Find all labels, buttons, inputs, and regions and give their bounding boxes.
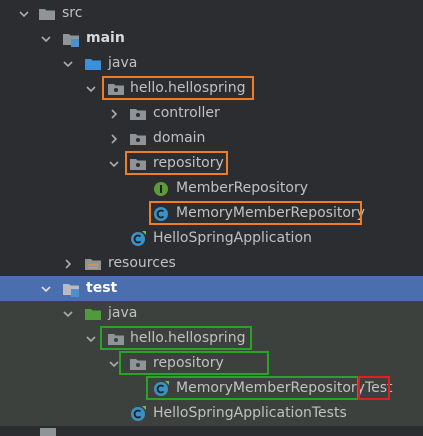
tree-row-controller[interactable]: controller [0,101,423,126]
tree-label-resources: resources [108,255,176,271]
test-name-prefix: MemoryMemberRepository [176,380,365,396]
chevron-down-icon[interactable] [39,32,53,46]
chevron-down-icon[interactable] [39,282,53,296]
package-icon [129,355,147,373]
chevron-down-icon[interactable] [107,157,121,171]
tree-row-memory-member-repository-test[interactable]: MemoryMemberRepositoryTest [0,376,423,401]
source-root-folder-icon [62,30,80,48]
class-icon [152,205,170,223]
tree-label-hello-spring-application-tests: HelloSpringApplicationTests [153,405,347,421]
tree-label-member-repository: MemberRepository [176,180,309,196]
tree-label-test: test [86,280,118,296]
tree-label-domain: domain [153,130,206,146]
chevron-down-icon[interactable] [17,7,31,21]
test-name-suffix: Test [364,380,393,396]
highlight-box-repository-test [119,351,269,375]
tree-row-memory-member-repository[interactable]: MemoryMemberRepository [0,201,423,226]
spring-class-icon [129,230,147,248]
package-icon [129,130,147,148]
test-content-band [0,301,423,426]
highlight-box-repository-main [125,151,228,175]
tree-label-main: main [86,30,125,46]
highlight-box-package-test [100,326,252,350]
chevron-right-icon[interactable] [107,132,121,146]
tree-row-package-test[interactable]: hello.hellospring [0,326,423,351]
tree-row-repository-test[interactable]: repository [0,351,423,376]
tree-row-hello-spring-application[interactable]: HelloSpringApplication [0,226,423,251]
package-icon [107,330,125,348]
tree-row-package-main[interactable]: hello.hellospring [0,76,423,101]
tree-row-main[interactable]: main [0,26,423,51]
test-root-folder-icon [62,280,80,298]
package-icon [129,105,147,123]
tree-row-cut-off [0,426,423,436]
tree-label-java-test: java [108,305,138,321]
tree-label-memory-member-repository: MemoryMemberRepository [176,205,365,221]
tree-row-domain[interactable]: domain [0,126,423,151]
tree-label-package-test: hello.hellospring [130,330,246,346]
tree-row-repository-main[interactable]: repository [0,151,423,176]
test-source-folder-icon [84,305,102,323]
tree-label-java-main: java [108,55,138,71]
folder-icon [38,5,56,23]
tree-row-src[interactable]: src [0,1,423,26]
chevron-down-icon[interactable] [107,357,121,371]
tree-row-java-main[interactable]: java [0,51,423,76]
tree-row-java-test[interactable]: java [0,301,423,326]
chevron-down-icon[interactable] [61,57,75,71]
chevron-right-icon[interactable] [61,257,75,271]
chevron-down-icon[interactable] [84,82,98,96]
tree-row-hello-spring-application-tests[interactable]: HelloSpringApplicationTests [0,401,423,426]
test-class-icon [129,405,147,423]
tree-row-resources[interactable]: resources [0,251,423,276]
chevron-right-icon[interactable] [107,107,121,121]
highlight-box-memory-member-repository [149,201,362,225]
package-icon [107,80,125,98]
tree-label-package-main: hello.hellospring [130,80,246,96]
folder-icon [40,428,56,436]
highlight-box-memory-test-name [146,376,359,400]
tree-label-repository-main: repository [153,155,224,171]
chevron-down-icon[interactable] [84,332,98,346]
source-folder-icon [84,55,102,73]
tree-label-repository-test: repository [153,355,224,371]
tree-row-member-repository[interactable]: MemberRepository [0,176,423,201]
test-class-icon [152,380,170,398]
tree-label-memory-member-repository-test: MemoryMemberRepositoryTest [176,376,393,401]
package-icon [129,155,147,173]
interface-icon [152,180,170,198]
highlight-box-package-main [102,76,254,100]
resources-folder-icon [84,255,102,273]
highlight-box-test-suffix [358,376,390,400]
tree-label-hello-spring-application: HelloSpringApplication [153,230,312,246]
tree-row-test[interactable]: test [0,276,423,301]
tree-label-controller: controller [153,105,220,121]
chevron-down-icon[interactable] [61,307,75,321]
tree-label-src: src [62,5,83,21]
